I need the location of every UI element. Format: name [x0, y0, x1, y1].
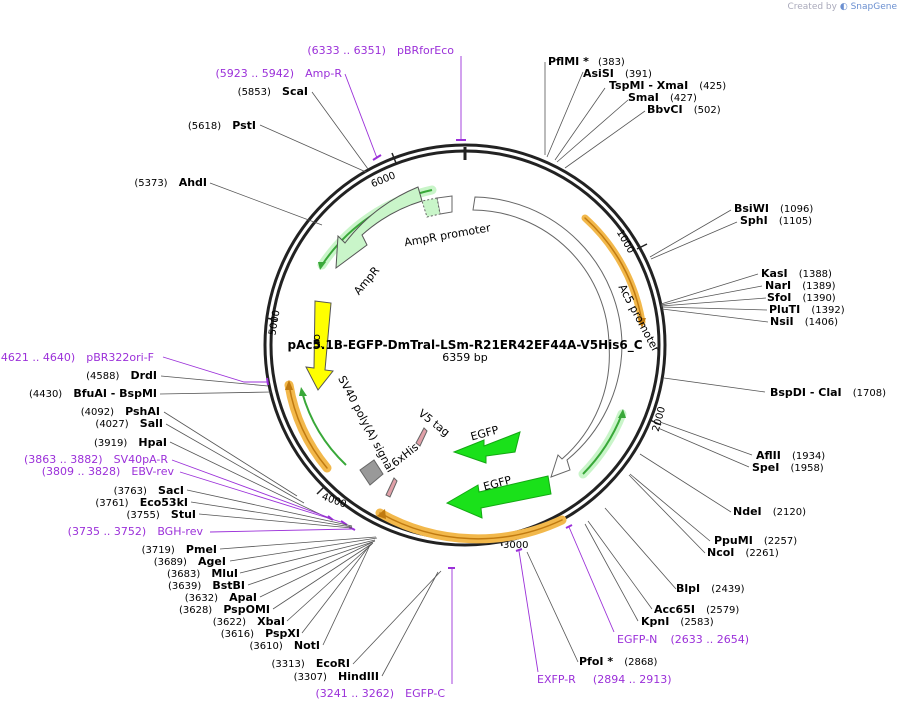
tick-mark-5000	[265, 317, 278, 321]
primer-label-ebv-rev: (3809 .. 3828) EBV-rev	[42, 460, 175, 479]
tick-label-3000: 3000	[503, 540, 528, 551]
site-label-xbai: (3622) XbaI	[213, 610, 285, 629]
ac5-promoter-arrow	[472, 196, 623, 478]
tick-mark-1000	[636, 243, 648, 250]
arrowhead-top-left	[318, 262, 326, 270]
egfp-arrow-1	[452, 431, 521, 464]
site-label-hindiii: (3307) HindIII	[294, 665, 379, 684]
site-label-smai: SmaI (427)	[628, 86, 697, 105]
primer-label-egfp-c: (3241 .. 3262) EGFP-C	[316, 682, 446, 701]
his-tag-marker	[385, 477, 398, 498]
primer-label-pbrforeco: (6333 .. 6351) pBRforEco	[307, 39, 454, 58]
site-label-ahdi: (5373) AhdI	[134, 171, 207, 190]
ori-arrow	[305, 300, 334, 391]
site-label-drdi: (4588) DrdI	[86, 364, 157, 383]
site-label-pspomi: (3628) PspOMI	[179, 598, 270, 617]
site-label-noti: (3610) NotI	[250, 634, 320, 653]
site-label-pluti: PluTI (1392)	[769, 298, 845, 317]
primer-label-amp-r: (5923 .. 5942) Amp-R	[216, 62, 343, 81]
site-label-eco53ki: (3761) Eco53kI	[95, 491, 188, 510]
v5-tag-marker	[415, 427, 428, 447]
site-label-sali: (4027) SalI	[95, 412, 163, 431]
site-label-pmei: (3719) PmeI	[142, 538, 217, 557]
tick-label-4000: 4000	[320, 492, 348, 511]
primer-label-sv40pa-r: (3863 .. 3882) SV40pA-R	[24, 448, 168, 467]
site-label-asisi: AsiSI (391)	[583, 62, 652, 81]
site-label-blpi: BlpI (2439)	[676, 577, 745, 596]
feature-label-ampr-promoter: AmpR promoter	[403, 221, 492, 249]
snapgene-logo-icon: ◐	[839, 2, 848, 12]
tick-mark-2000	[649, 419, 662, 426]
site-label-agei: (3689) AgeI	[154, 550, 226, 569]
feature-band-left	[284, 380, 332, 473]
feature-label-ori: ori	[311, 334, 324, 348]
primer-label-exfp-r: EXFP-R (2894 .. 2913)	[537, 668, 671, 687]
primer-label-bgh-rev: (3735 .. 3752) BGH-rev	[68, 520, 204, 539]
site-label-spei: SpeI (1958)	[752, 456, 824, 475]
site-label-nari: NarI (1389)	[765, 274, 836, 293]
tick-mark-6000	[391, 152, 397, 164]
site-label-saci: (3763) SacI	[114, 479, 184, 498]
primer-marker-egfp-n	[565, 524, 573, 529]
primer-label-egfp-n: EGFP-N (2633 .. 2654)	[617, 628, 749, 647]
site-label-apai: (3632) ApaI	[185, 586, 257, 605]
site-label-hpai: (3919) HpaI	[94, 431, 167, 450]
site-leader-lines	[159, 62, 769, 677]
primer-leader-lines	[162, 56, 615, 684]
arrowhead-ac5	[638, 318, 646, 328]
site-label-bsiwi: BsiWI (1096)	[734, 197, 813, 216]
site-label-ndei: NdeI (2120)	[733, 500, 806, 519]
egfp-arrow-2	[445, 475, 552, 519]
backbone-outer-ring	[263, 143, 667, 547]
feature-label-6xhis: 6xHis	[389, 440, 421, 469]
site-label-scai: (5853) ScaI	[238, 80, 308, 99]
tick-label-5000: 5000	[267, 309, 282, 336]
plasmid-name: pAc5.1B-EGFP-DmTral-LSm-R21ER42EF44A-V5H…	[287, 338, 642, 353]
site-label-bstbi: (3639) BstBI	[168, 574, 245, 593]
snapgene-credit: Created by ◐ SnapGene	[787, 2, 897, 12]
site-label-sfoi: SfoI (1390)	[767, 286, 836, 305]
site-label-stui: (3755) StuI	[127, 503, 196, 522]
site-label-bspdi-clai: BspDI - ClaI (1708)	[770, 381, 886, 400]
site-label-acc65i: Acc65I (2579)	[654, 598, 739, 617]
site-label-kasi: KasI (1388)	[761, 262, 832, 281]
arrowhead-left-green	[299, 387, 307, 396]
primer-marker-exfp-r	[515, 548, 523, 552]
site-label-tspmi-xmai: TspMI - XmaI (425)	[609, 74, 726, 93]
feature-label-ampr: AmpR	[351, 264, 382, 298]
sv40-polya-box	[359, 459, 384, 486]
site-label-bfuai-bspmi: (4430) BfuAI - BspMI	[29, 382, 157, 401]
ampr-arrow	[335, 186, 423, 270]
arrowhead-left	[285, 380, 293, 390]
arrowhead-bottom	[377, 509, 386, 519]
site-label-pspxi: (3616) PspXI	[221, 622, 300, 641]
site-label-pflmi: PflMI * (383)	[548, 50, 625, 69]
site-label-psti: (5618) PstI	[188, 114, 256, 133]
site-label-aflii: AflII (1934)	[756, 444, 825, 463]
site-label-ncoi: NcoI (2261)	[707, 541, 779, 560]
site-label-sphi: SphI (1105)	[740, 209, 812, 228]
tick-mark-4000	[316, 485, 326, 495]
primer-label-pbr322ori-f: (4621 .. 4640) pBR322ori-F	[0, 346, 154, 365]
arrowhead-right	[618, 409, 626, 418]
plasmid-length: 6359 bp	[442, 351, 487, 364]
site-label-nsii: NsiI (1406)	[770, 310, 838, 329]
site-label-mlui: (3683) MluI	[167, 562, 238, 581]
site-label-ppumi: PpuMI (2257)	[714, 529, 797, 548]
site-label-ecori: (3313) EcoRI	[271, 652, 350, 671]
feature-label-egfp-1: EGFP	[469, 423, 500, 443]
site-label-pshai: (4092) PshAI	[81, 400, 160, 419]
site-label-bbvci: BbvCI (502)	[647, 98, 721, 117]
primer-marker-pbr322ori-f	[266, 377, 269, 386]
site-label-kpni: KpnI (2583)	[641, 610, 714, 629]
site-label-pfoi: PfoI * (2868)	[579, 650, 658, 669]
